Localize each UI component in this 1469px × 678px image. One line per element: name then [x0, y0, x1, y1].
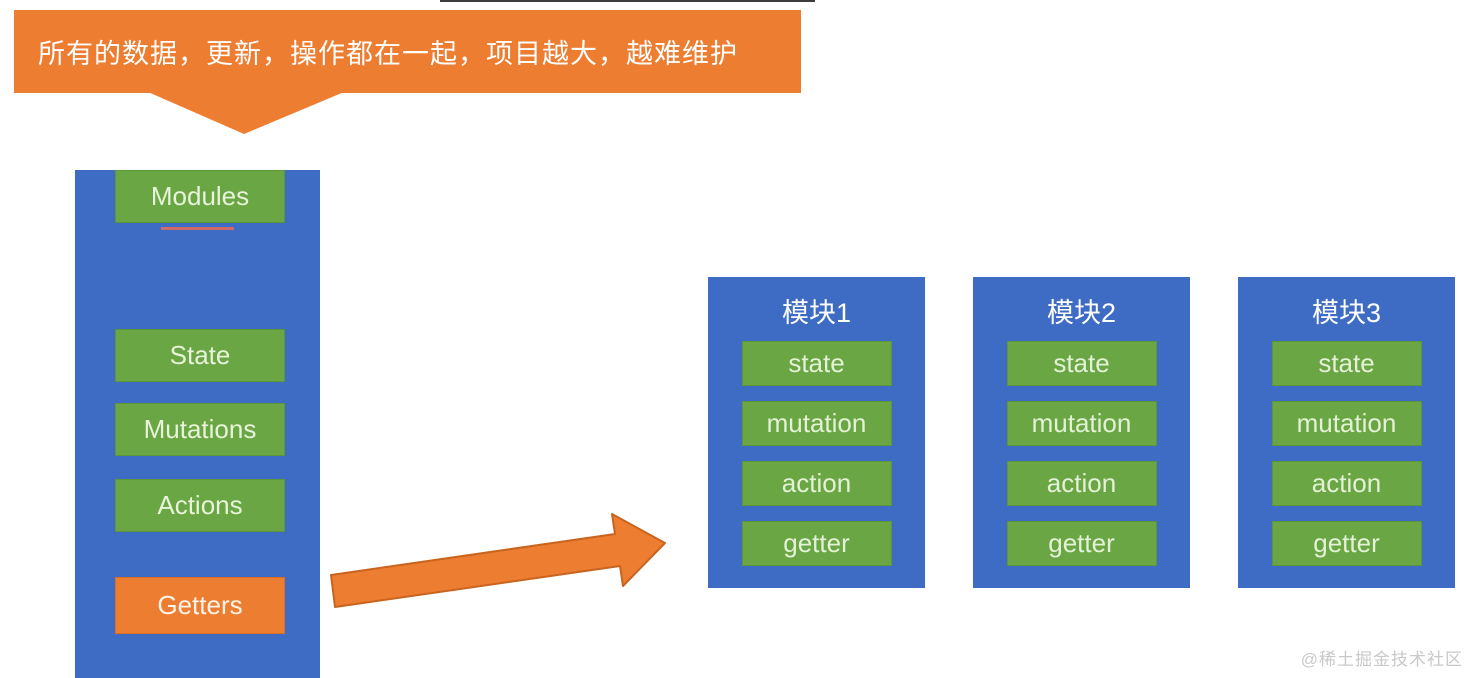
module-1-item-state: state	[741, 341, 892, 386]
callout-banner-text: 所有的数据，更新，操作都在一起，项目越大，越难维护	[38, 39, 738, 69]
module-2-item-state: state	[1006, 341, 1157, 386]
module-3-item-mutation: mutation	[1271, 401, 1422, 446]
module-3-title: 模块3	[1311, 297, 1382, 328]
module-3-item-getter: getter	[1271, 521, 1422, 566]
module-panel-2: 模块2 state mutation action getter	[973, 277, 1190, 588]
callout-banner: 所有的数据，更新，操作都在一起，项目越大，越难维护	[14, 10, 801, 93]
module-2-title: 模块2	[1046, 297, 1117, 328]
vuex-item-modules: Modules	[115, 170, 285, 223]
top-border-line	[440, 0, 815, 2]
module-3-item-state: state	[1271, 341, 1422, 386]
module-2-item-getter: getter	[1006, 521, 1157, 566]
module-3-item-action: action	[1271, 461, 1422, 506]
module-1-item-mutation: mutation	[741, 401, 892, 446]
module-3-items: state mutation action getter	[1271, 341, 1422, 566]
callout-pointer-triangle	[148, 92, 344, 134]
module-1-items: state mutation action getter	[741, 341, 892, 566]
modules-arrow-icon	[330, 513, 666, 608]
module-2-items: state mutation action getter	[1006, 341, 1157, 566]
module-panel-3: 模块3 state mutation action getter	[1238, 277, 1455, 588]
vuex-item-getters: Getters	[115, 577, 285, 634]
module-1-item-action: action	[741, 461, 892, 506]
vuex-item-actions: Actions	[115, 479, 285, 532]
module-2-item-mutation: mutation	[1006, 401, 1157, 446]
watermark-text: @稀土掘金技术社区	[1300, 650, 1463, 669]
module-2-item-action: action	[1006, 461, 1157, 506]
vuex-item-mutations: Mutations	[115, 403, 285, 456]
vuex-panel: Vuex State Mutations Actions Getters Mod…	[75, 170, 320, 678]
vuex-item-state: State	[115, 329, 285, 382]
module-1-item-getter: getter	[741, 521, 892, 566]
module-panel-1: 模块1 state mutation action getter	[708, 277, 925, 588]
module-1-title: 模块1	[781, 297, 852, 328]
